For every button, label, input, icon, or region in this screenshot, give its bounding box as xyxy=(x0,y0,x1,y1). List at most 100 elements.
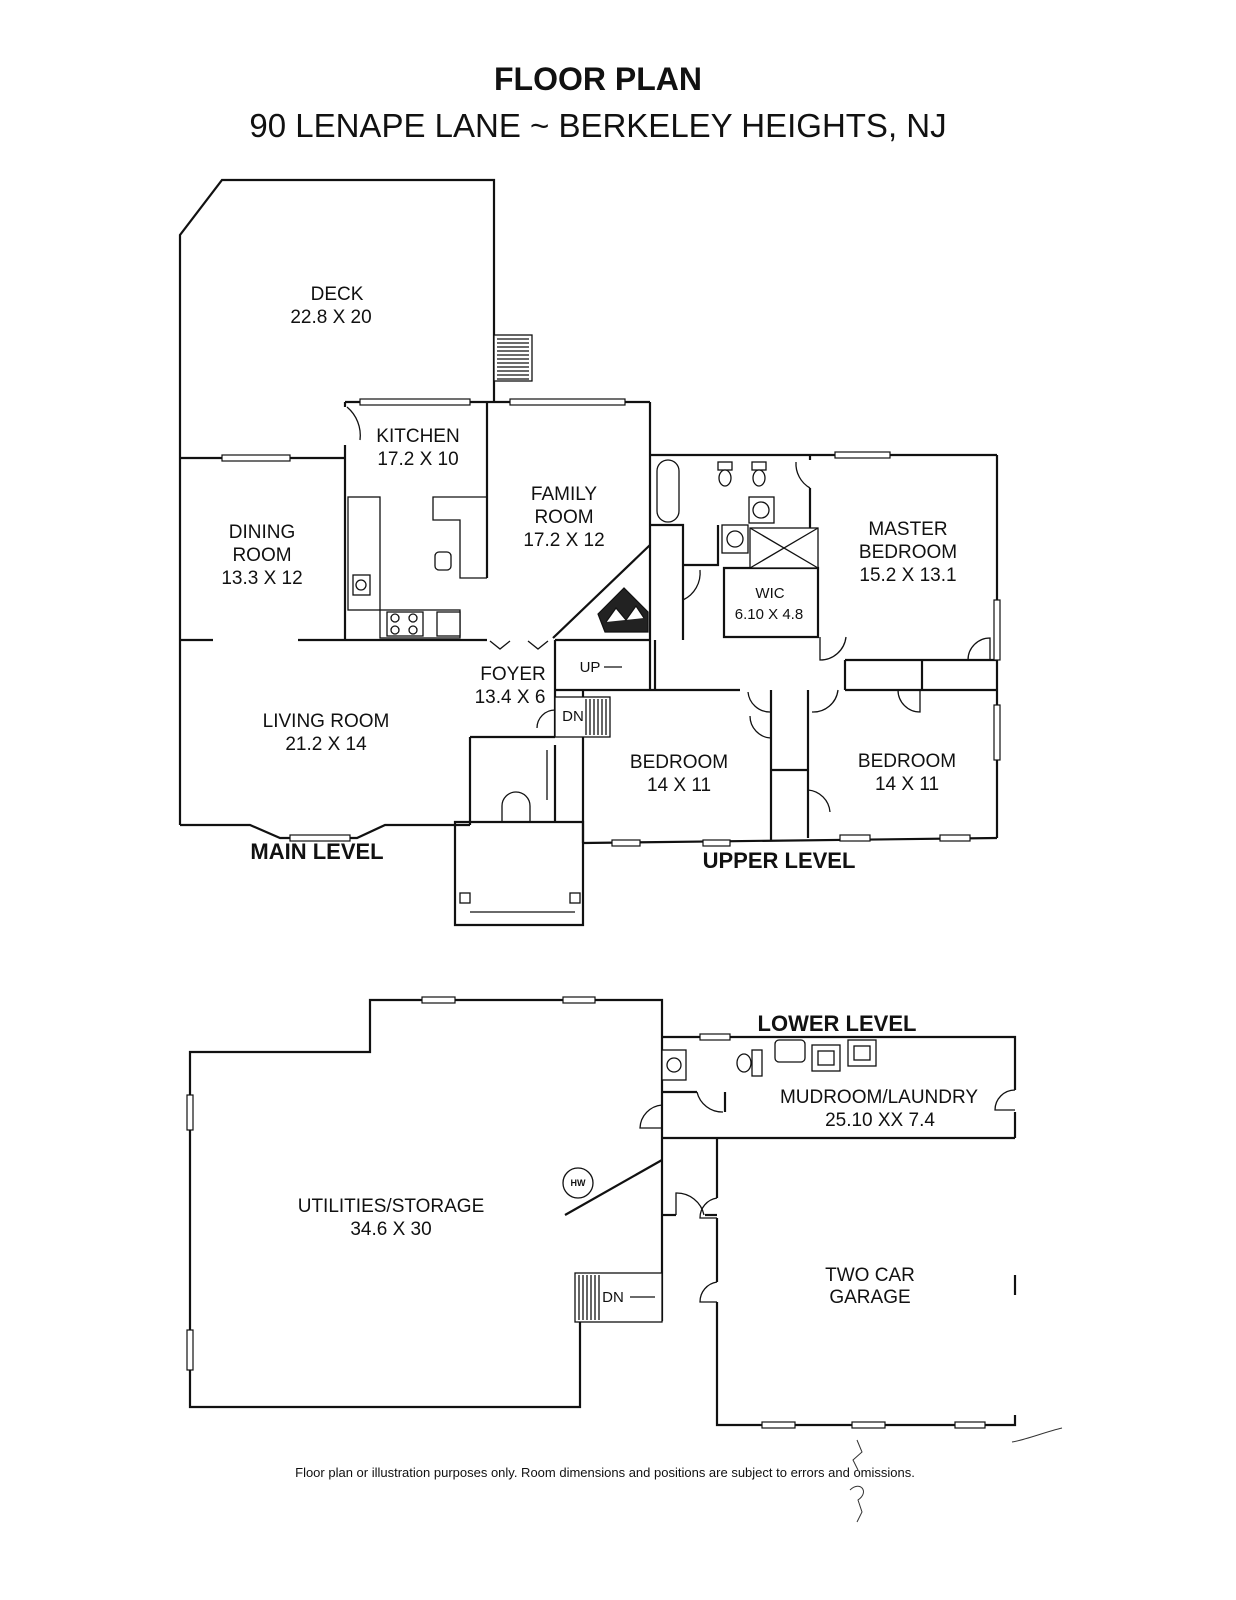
main-level-labels: DECK 22.8 X 20 KITCHEN 17.2 X 10 FAMILY … xyxy=(221,284,604,864)
upper-level-label: UPPER LEVEL xyxy=(703,848,856,873)
bedroom-right-name: BEDROOM xyxy=(858,751,956,772)
bedroom-left-size: 14 X 11 xyxy=(647,775,711,796)
toilet-bowl xyxy=(718,469,732,487)
hot-water-heater-marker: HW xyxy=(571,1178,586,1188)
window xyxy=(359,398,471,406)
page-subtitle: 90 LENAPE LANE ~ BERKELEY HEIGHTS, NJ xyxy=(249,107,946,144)
door-swing xyxy=(897,689,921,713)
window xyxy=(702,839,731,847)
bedroom-left-name: BEDROOM xyxy=(630,752,728,773)
disclaimer-footer: Floor plan or illustration purposes only… xyxy=(295,1465,915,1480)
door-swing xyxy=(489,640,511,650)
kitchen-appliance xyxy=(436,611,461,637)
window xyxy=(993,599,1001,661)
master-bedroom-name-2: BEDROOM xyxy=(859,542,957,563)
window xyxy=(834,451,891,459)
washer xyxy=(811,1044,841,1072)
window xyxy=(839,834,871,842)
window xyxy=(699,1033,731,1041)
master-bedroom-size: 15.2 X 13.1 xyxy=(859,565,956,586)
pen-mark xyxy=(849,1439,864,1523)
porch-post xyxy=(459,892,471,904)
window xyxy=(611,839,641,847)
utilities-storage-size: 34.6 X 30 xyxy=(350,1219,431,1240)
window xyxy=(509,398,626,406)
sink-basin xyxy=(355,579,367,591)
wall xyxy=(564,1159,663,1216)
master-bedroom-name-1: MASTER xyxy=(868,519,947,540)
family-room-size: 17.2 X 12 xyxy=(523,530,604,551)
stove-burner xyxy=(408,625,418,635)
door-swing xyxy=(807,789,831,813)
plan-geometry xyxy=(178,178,1063,1523)
stove-burner xyxy=(408,613,418,623)
lower-bath-vanity xyxy=(661,1049,687,1081)
wall xyxy=(178,178,496,458)
dining-room-name-2: ROOM xyxy=(232,545,291,566)
stove-burner xyxy=(390,613,400,623)
deck-name: DECK xyxy=(311,284,364,305)
living-room-size: 21.2 X 14 xyxy=(285,734,367,755)
hot-water-heater xyxy=(562,1167,594,1199)
toilet-tank xyxy=(717,461,733,471)
garage-name-2: GARAGE xyxy=(829,1287,910,1308)
window xyxy=(186,1094,194,1131)
laundry-tub xyxy=(774,1039,806,1063)
door-swing xyxy=(501,791,531,822)
stove xyxy=(386,611,424,637)
door-swing xyxy=(795,461,811,489)
deck-stairs xyxy=(493,334,533,382)
window xyxy=(421,996,456,1004)
window xyxy=(562,996,596,1004)
dryer-door xyxy=(853,1045,871,1061)
bath-sink xyxy=(752,501,770,519)
fireplace-detail xyxy=(605,604,645,623)
window xyxy=(851,1421,886,1429)
wall xyxy=(552,544,651,639)
door-swing xyxy=(699,1197,718,1219)
bath-vanity xyxy=(721,524,749,554)
stairs-down-marker-upper: DN xyxy=(562,708,584,725)
main-level-label: MAIN LEVEL xyxy=(250,839,383,864)
family-room-name-1: FAMILY xyxy=(531,484,597,505)
bedroom-right-size: 14 X 11 xyxy=(875,774,939,795)
wall xyxy=(453,820,585,927)
deck-size: 22.8 X 20 xyxy=(290,307,371,328)
door-swing xyxy=(747,691,771,713)
kitchen-size: 17.2 X 10 xyxy=(377,449,458,470)
mudroom-laundry-name: MUDROOM/LAUNDRY xyxy=(780,1087,978,1108)
window xyxy=(761,1421,796,1429)
wic-size: 6.10 X 4.8 xyxy=(735,606,803,623)
toilet-tank xyxy=(751,461,767,471)
window xyxy=(954,1421,986,1429)
door-swing xyxy=(819,636,847,661)
bath-sink xyxy=(726,530,744,548)
lower-level-labels: LOWER LEVEL UTILITIES/STORAGE 34.6 X 30 … xyxy=(298,1011,979,1308)
door-swing xyxy=(675,1192,705,1216)
window xyxy=(289,834,351,842)
lower-toilet-bowl xyxy=(736,1053,752,1073)
lower-level-label: LOWER LEVEL xyxy=(758,1011,917,1036)
lower-bath-sink xyxy=(666,1057,682,1073)
utilities-storage-name: UTILITIES/STORAGE xyxy=(298,1196,485,1217)
wall xyxy=(715,1302,1017,1427)
door-swing xyxy=(682,569,701,601)
window xyxy=(221,454,291,462)
wall xyxy=(722,566,820,639)
plan-header: FLOOR PLAN 90 LENAPE LANE ~ BERKELEY HEI… xyxy=(249,61,946,144)
wall xyxy=(582,836,998,845)
window xyxy=(186,1329,194,1371)
toilet-bowl xyxy=(752,469,766,487)
page-title: FLOOR PLAN xyxy=(494,61,702,97)
door-swing xyxy=(527,640,549,650)
door-swing xyxy=(749,715,772,739)
living-room-name: LIVING ROOM xyxy=(263,711,390,732)
door-swing xyxy=(639,1104,663,1129)
door-swing xyxy=(699,1281,718,1303)
kitchen-peninsula xyxy=(432,496,487,579)
stairs-up-marker: UP xyxy=(580,659,601,676)
bathtub xyxy=(656,459,680,523)
porch-post xyxy=(569,892,581,904)
wall xyxy=(650,523,685,640)
